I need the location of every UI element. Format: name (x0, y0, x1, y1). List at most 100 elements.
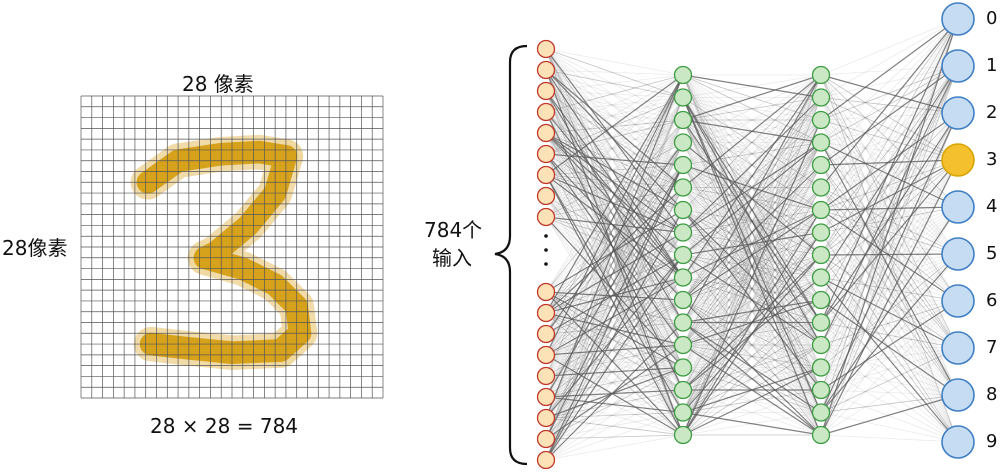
connection-line (545, 119, 684, 461)
connection-line (545, 142, 684, 419)
connection-line (545, 48, 684, 121)
connection-line (820, 299, 959, 349)
hidden1-node (673, 358, 693, 377)
connection-line (682, 411, 822, 436)
connection-line (820, 65, 959, 76)
output-node (941, 49, 975, 83)
connection-line (682, 97, 822, 278)
connection-line (682, 187, 822, 233)
connection-line (820, 412, 959, 443)
connection-line (545, 142, 684, 377)
connection-line (820, 159, 959, 436)
connection-line (820, 389, 959, 396)
connection-line (545, 48, 684, 143)
connection-line (545, 69, 684, 233)
output-label-9: 9 (986, 431, 998, 452)
connection-line (545, 209, 684, 461)
connection-line (820, 18, 959, 323)
connection-line (545, 232, 684, 419)
connection-line (545, 153, 684, 211)
connection-line (820, 97, 959, 396)
connection-line (545, 153, 684, 188)
connection-line (682, 232, 822, 368)
connection-line (820, 164, 959, 349)
connection-line (545, 48, 684, 166)
connection-line (820, 159, 959, 166)
connection-line (545, 69, 684, 188)
connection-line (682, 97, 822, 121)
connection-line (820, 187, 959, 208)
connection-line (820, 367, 959, 443)
connection-line (545, 164, 684, 377)
connection-line (820, 187, 959, 349)
connection-line (545, 97, 684, 113)
connection-line (682, 254, 822, 436)
hidden1-node (673, 313, 693, 332)
connection-line (820, 74, 959, 208)
connection-line (545, 254, 684, 314)
connection-line (682, 119, 822, 413)
output-label-0: 0 (986, 8, 998, 29)
connection-line (820, 277, 959, 302)
connection-line (820, 65, 959, 436)
input-node (536, 282, 556, 302)
connection-line (820, 142, 959, 302)
connection-line (682, 344, 822, 413)
connection-line (682, 142, 822, 166)
connection-line (545, 69, 684, 143)
connection-line (820, 159, 959, 256)
connection-line (545, 174, 684, 278)
connection-line (682, 97, 822, 323)
connection-line (820, 254, 959, 396)
connection-line (820, 119, 959, 255)
connection-line (545, 195, 684, 256)
connection-line (820, 112, 959, 278)
connection-line (545, 97, 684, 356)
connection-line (682, 97, 822, 143)
connection-line (820, 254, 959, 302)
connection-line (820, 141, 959, 208)
connection-line (545, 74, 684, 419)
connection-line (545, 74, 684, 440)
connection-line (545, 412, 684, 461)
connection-line (682, 277, 822, 323)
connection-line (545, 291, 684, 369)
connection-line (545, 97, 684, 176)
connection-line (820, 277, 959, 443)
connection-line (545, 254, 684, 335)
connection-line (820, 232, 959, 349)
connection-line (545, 164, 684, 440)
connection-line (820, 65, 959, 346)
connection-line (545, 434, 684, 461)
connection-line (682, 232, 822, 391)
connection-line (820, 300, 959, 323)
connection-line (545, 174, 684, 346)
connection-line (545, 111, 684, 233)
connection-line (545, 333, 684, 391)
connection-line (682, 187, 822, 256)
connection-line (682, 164, 822, 256)
hidden1-node (673, 335, 693, 355)
connection-line (682, 232, 822, 346)
connection-line (545, 396, 684, 414)
connection-line (682, 74, 822, 391)
connection-line (545, 142, 684, 314)
hidden1-node (673, 245, 693, 265)
connection-line (820, 18, 959, 211)
connection-line (545, 111, 684, 346)
connection-line (545, 367, 684, 461)
connection-line (682, 277, 822, 436)
connection-line (820, 299, 959, 396)
input-node (536, 60, 556, 80)
connection-line (820, 74, 959, 396)
connection-line (545, 254, 684, 398)
grid-top-label: 28 像素 (182, 72, 254, 96)
connection-line (820, 394, 959, 413)
connection-line (820, 367, 959, 396)
hidden2-node (811, 358, 831, 377)
connection-line (545, 354, 684, 368)
connection-line (820, 206, 959, 346)
connection-line (682, 187, 822, 323)
connection-line (545, 254, 684, 377)
connection-line (820, 209, 959, 396)
